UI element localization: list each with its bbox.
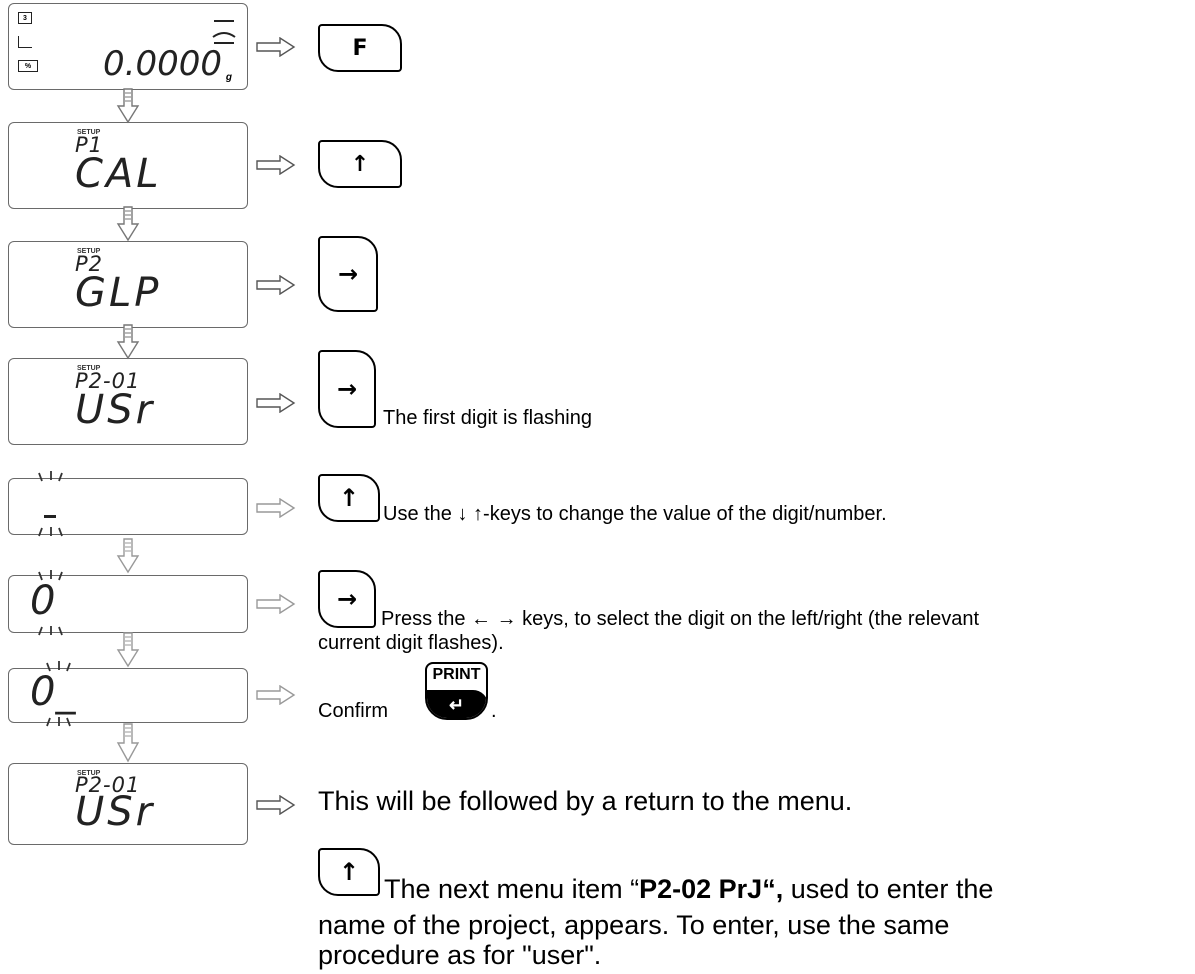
instruction-confirm-period: . [491, 700, 497, 722]
digit-value: 0_ [30, 669, 76, 715]
enter-icon: ↵ [427, 690, 486, 718]
instruction-change-digit: Use the ↓ ↑-keys to change the value of … [383, 503, 887, 525]
down-arrow-icon [116, 632, 140, 668]
right-arrow-icon [256, 393, 296, 413]
instruction-select-digit-cont: current digit flashes). [318, 632, 504, 654]
setup-label: SETUP [77, 129, 101, 136]
right-key[interactable]: → [318, 350, 376, 428]
right-key[interactable]: → [318, 570, 376, 628]
menu-display-usr: SETUP P2-01 USr [8, 358, 248, 445]
instruction-first-digit: The first digit is flashing [383, 407, 592, 429]
menu-display-cal: SETUP P1 CAL [8, 122, 248, 209]
digit-entry-display-2: 0_ [8, 661, 248, 727]
weight-reading: 0.0000 [103, 44, 222, 84]
print-label: PRINT [432, 666, 481, 683]
menu-name: GLP [75, 270, 162, 316]
menu-code: P2-01 [75, 369, 141, 393]
up-key[interactable]: ↑ [318, 848, 380, 896]
digit-entry-display-1: 0 [8, 570, 248, 636]
up-key[interactable]: ↑ [318, 140, 402, 188]
right-arrow-icon [256, 37, 296, 57]
flash-marks-icon [38, 570, 63, 636]
right-key[interactable]: → [318, 236, 378, 312]
digit-entry-display-blank [8, 471, 248, 537]
right-arrow-icon [256, 685, 296, 705]
instruction-confirm: Confirm [318, 700, 389, 722]
right-arrow-icon [256, 275, 296, 295]
right-arrow-icon [256, 155, 296, 175]
instruction-next-b: used to enter the [783, 874, 994, 904]
up-key[interactable]: ↑ [318, 474, 380, 522]
right-arrow-icon [256, 498, 296, 518]
menu-display-glp: SETUP P2 GLP [8, 241, 248, 328]
initial-display: 3 % 0.0000 g [8, 3, 248, 90]
down-arrow-icon [116, 324, 140, 360]
setup-label: SETUP [77, 770, 101, 777]
down-arrow-icon [116, 88, 140, 124]
menu-code: P1 [75, 133, 104, 157]
percent-icon: % [18, 60, 38, 72]
instruction-next-line2: name of the project, appears. To enter, … [318, 910, 950, 940]
instruction-next-a: The next menu item “ [384, 874, 640, 904]
calibration-icon: 3 [18, 12, 32, 24]
stability-icon [18, 36, 32, 48]
setup-label: SETUP [77, 365, 101, 372]
right-arrow-icon [256, 594, 296, 614]
menu-code: P2 [75, 252, 104, 276]
instruction-next-bold: P2-02 PrJ“, [639, 874, 784, 904]
menu-name: CAL [75, 151, 162, 197]
stable-indicator-icon [212, 20, 236, 44]
down-arrow-icon [116, 206, 140, 242]
instruction-select-digit: Press the ← → keys, to select the digit … [381, 608, 980, 630]
menu-code: P2-01 [75, 773, 141, 797]
instruction-return: This will be followed by a return to the… [318, 786, 853, 816]
digit-value: 0 [30, 578, 56, 624]
unit-label: g [225, 72, 232, 83]
setup-label: SETUP [77, 248, 101, 255]
right-arrow-icon [256, 795, 296, 815]
menu-name: USr [75, 789, 156, 835]
menu-display-usr-return: SETUP P2-01 USr [8, 763, 248, 845]
f-key[interactable]: F [318, 24, 402, 72]
print-enter-key[interactable]: PRINT ↵ [425, 662, 488, 720]
menu-name: USr [75, 387, 156, 433]
instruction-next-line3: procedure as for "user". [318, 940, 602, 970]
flash-marks-icon [46, 661, 71, 727]
instruction-next-item: The next menu item “P2-02 PrJ“, used to … [384, 870, 993, 908]
down-arrow-icon [116, 538, 140, 574]
flash-marks-icon [38, 471, 63, 537]
down-arrow-icon [116, 723, 140, 763]
